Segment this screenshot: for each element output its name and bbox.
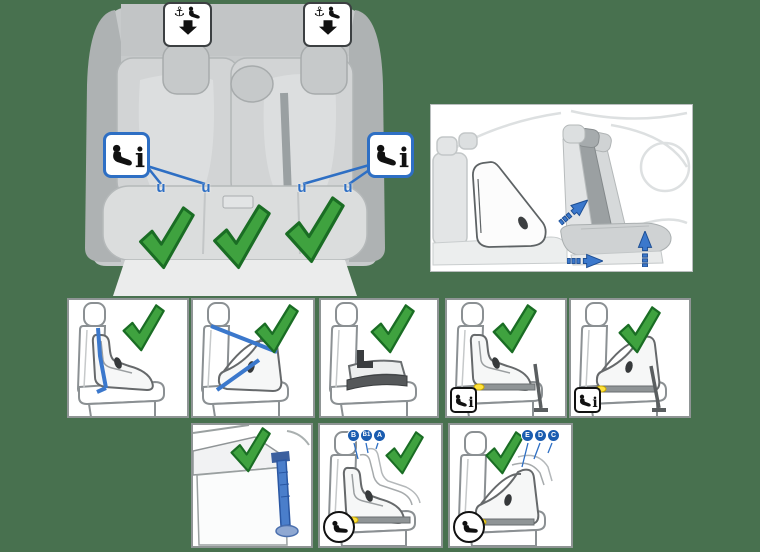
checkmark-icon [122,304,165,352]
child-seat-icon [186,5,201,20]
headrest-left [162,43,210,95]
child-seat-icon [577,393,592,408]
size-class-badge: B1 [360,429,373,442]
child-seat-icon [108,142,134,168]
checkmark-icon [370,304,415,354]
child-seat-icon [328,516,350,538]
child-seat-icon [458,516,480,538]
isize-letter: i [592,395,598,411]
floor [113,260,357,296]
support-leg-foot [275,524,299,538]
top-tether-label: ⚓ [303,2,352,47]
install-panel-forward-size-classes: B B1 A [318,423,443,548]
isize-letter: i [134,143,146,174]
latch-cover [222,195,254,209]
rear-seat-diagram: ⚓ ⚓ i i u u u u [55,0,415,298]
install-panel-forward-isofix: i [445,298,567,418]
top-tether-label: ⚓ [163,2,212,47]
size-class-badge: D [534,429,547,442]
support-leg [533,363,543,409]
booster-base [346,374,408,391]
seat-adjustment-art [432,109,691,269]
seat-edge-line [193,425,250,434]
seat-edge-line [286,430,310,446]
checkmark-icon [385,431,424,475]
support-leg-foot [534,408,548,412]
seat-contour-left [138,74,214,186]
size-shell-outline [367,447,421,504]
isize-label: i [103,132,150,178]
child-seat-icon [453,393,468,408]
size-class-badge: C [547,429,560,442]
size-shell-outline [359,453,413,506]
isofix-anchor-icon: u [201,179,211,196]
size-class-badge: A [373,429,386,442]
interior-outline [434,109,691,227]
isize-letter: i [468,395,474,411]
seat-cushion-block [196,466,288,546]
seat-adjustment-panel [430,104,693,272]
child-seat-icon [326,5,341,20]
anchor-icon: ⚓ [313,4,326,20]
down-arrow-icon [178,20,197,35]
isofix-circle-icon [453,511,485,543]
down-arrow-icon [318,20,337,35]
size-class-badge: B [347,429,360,442]
badge-leader-lines [353,442,379,460]
isize-label: i [367,132,414,178]
child-seat-icon [372,142,398,168]
isofix-anchor-icon: u [156,179,166,196]
seatbelt-line [96,327,108,394]
badge-leader-lines [521,442,553,468]
rear-seats [432,132,478,246]
center-seatbelt [280,92,292,197]
install-panel-booster [319,298,439,418]
isize-icon: i [450,387,477,413]
booster-armrest [357,350,373,368]
isofix-anchor-icon: u [297,179,307,196]
seatbelt-line [210,324,278,392]
isize-letter: i [398,143,410,174]
checkmark-icon [492,304,537,354]
isofix-anchor-icon: u [343,179,353,196]
support-leg-foot [652,408,666,412]
child-seat-outline [472,161,547,248]
isize-icon: i [574,387,601,413]
headrest-center [230,65,274,103]
headrest-right [300,43,348,95]
install-panel-forward-belt [67,298,189,418]
size-shell-outline [511,462,545,486]
isofix-circle-icon [323,511,355,543]
anchor-icon: ⚓ [173,4,186,20]
install-panel-rear-isofix: i [569,298,691,418]
forward-child-seat [469,333,532,391]
install-panel-rear-size-classes: E D C [448,423,573,548]
size-class-badge: E [521,429,534,442]
checkmark-icon [485,431,524,475]
size-shell-outline [517,454,553,482]
install-panel-rear-belt [191,298,315,418]
support-leg [649,365,661,409]
install-panel-support-leg-detail [191,423,313,548]
leg-stripes [278,471,291,498]
